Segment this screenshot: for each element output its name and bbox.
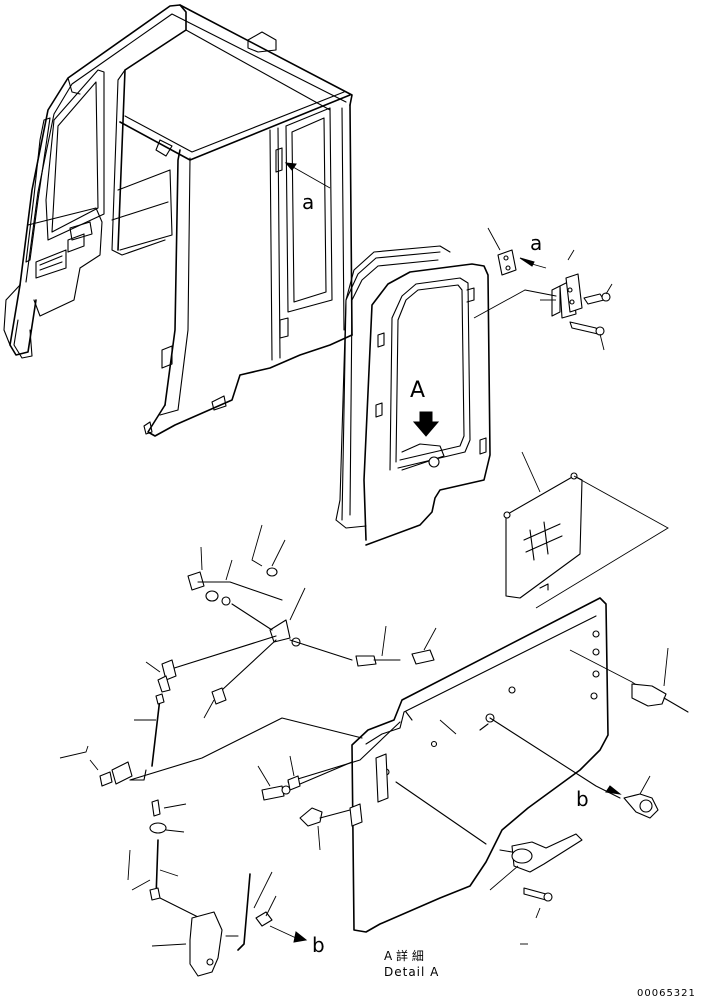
cab-frame [3,4,353,437]
arrow-b-bottom-icon [293,931,308,943]
detail-view-arrow-icon [412,411,440,437]
detail-title-en: Detail A [384,965,439,979]
arrow-a-hinge-icon [519,257,535,267]
ref-a-mid-label: a [530,231,542,255]
detail-title-jp: A 詳 細 [384,948,424,963]
ref-a-top-label: a [302,190,314,214]
ref-b-right-label: b [576,787,589,811]
trim-panel [287,597,689,933]
door-handle-parts: b [395,717,659,945]
hinge-parts: a [487,227,613,351]
ref-b-bottom-label: b [312,933,325,957]
lever-linkage [59,524,437,787]
arrow-b-right-icon [605,785,622,795]
screen-panel [503,451,669,609]
door-assembly: A [335,245,526,546]
detail-marker-label: A [410,378,425,403]
fastener-parts [257,755,353,851]
door-latch: b [127,799,325,977]
ref-a-cab-callout: a [284,162,331,214]
drawing-number: 00065321 [637,988,696,999]
